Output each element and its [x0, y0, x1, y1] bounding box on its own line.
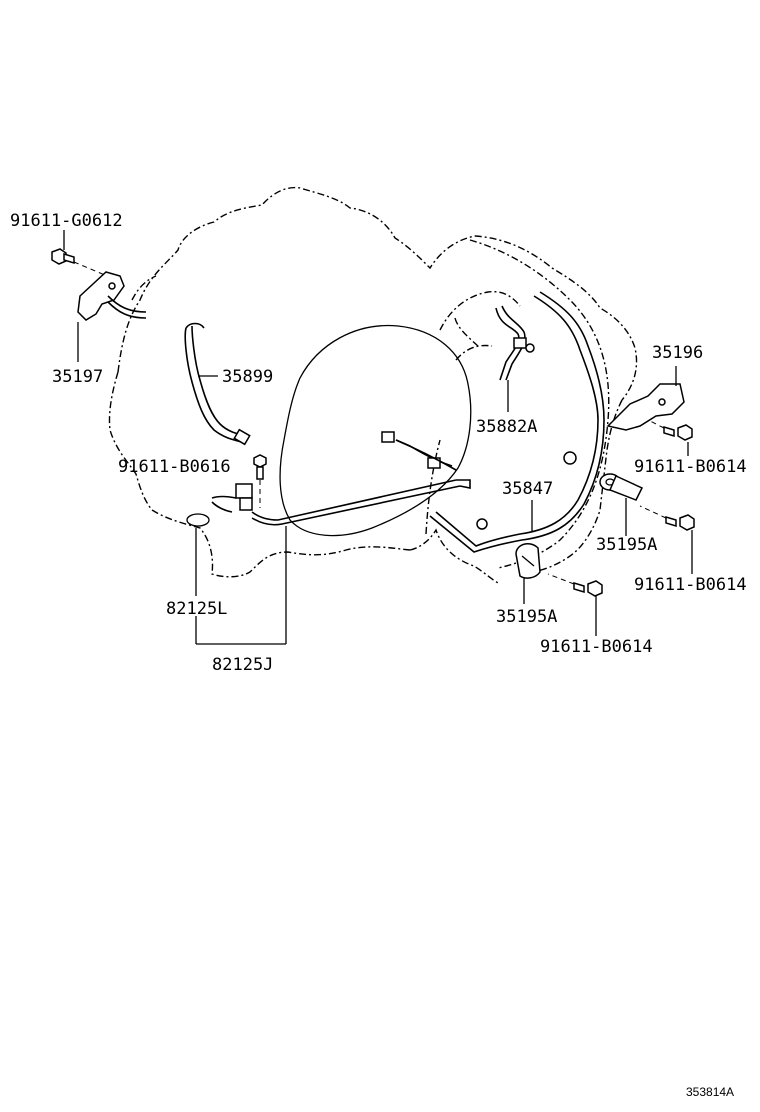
label-35195a-right: 35195A [596, 535, 657, 555]
bracket-35197 [77, 271, 147, 321]
bolt-g0612 [51, 248, 75, 265]
leader-b0614-middle-bolt [639, 505, 667, 519]
label-91611-b0614-upper: 91611-B0614 [634, 457, 747, 477]
breather-tube-35899 [184, 322, 251, 446]
bolt-b0614-middle [665, 514, 695, 531]
bracket-35196 [606, 383, 685, 431]
callout-leaders [63, 230, 693, 645]
label-91611-b0616: 91611-B0616 [118, 457, 231, 477]
label-35195a-lower: 35195A [496, 607, 557, 627]
oil-tube-35882a [495, 305, 535, 381]
label-35899: 35899 [222, 367, 273, 387]
label-91611-b0614-middle: 91611-B0614 [634, 575, 747, 595]
label-35197: 35197 [52, 367, 103, 387]
label-91611-g0612: 91611-G0612 [10, 211, 123, 231]
label-82125j: 82125J [212, 655, 273, 675]
o-ring-82125l [186, 513, 210, 527]
bolt-b0614-lower [573, 580, 603, 597]
figure-number: 353814A [686, 1085, 734, 1099]
clamp-35195a-lower [515, 543, 541, 579]
label-35882a: 35882A [476, 417, 537, 437]
leader-g0612-bolt [73, 261, 113, 279]
bolt-b0616 [253, 454, 267, 480]
bolt-b0614-upper [663, 424, 693, 441]
clamp-35195a-right [599, 473, 644, 501]
leader-b0614-lower-bolt [547, 573, 575, 585]
oil-pipe-35847 [429, 291, 605, 553]
label-91611-b0614-lower: 91611-B0614 [540, 637, 653, 657]
label-82125l: 82125L [166, 599, 227, 619]
label-35196: 35196 [652, 343, 703, 363]
label-35847: 35847 [502, 479, 553, 499]
sensor-harness-82125j [211, 431, 471, 526]
transmission-case [108, 186, 638, 585]
